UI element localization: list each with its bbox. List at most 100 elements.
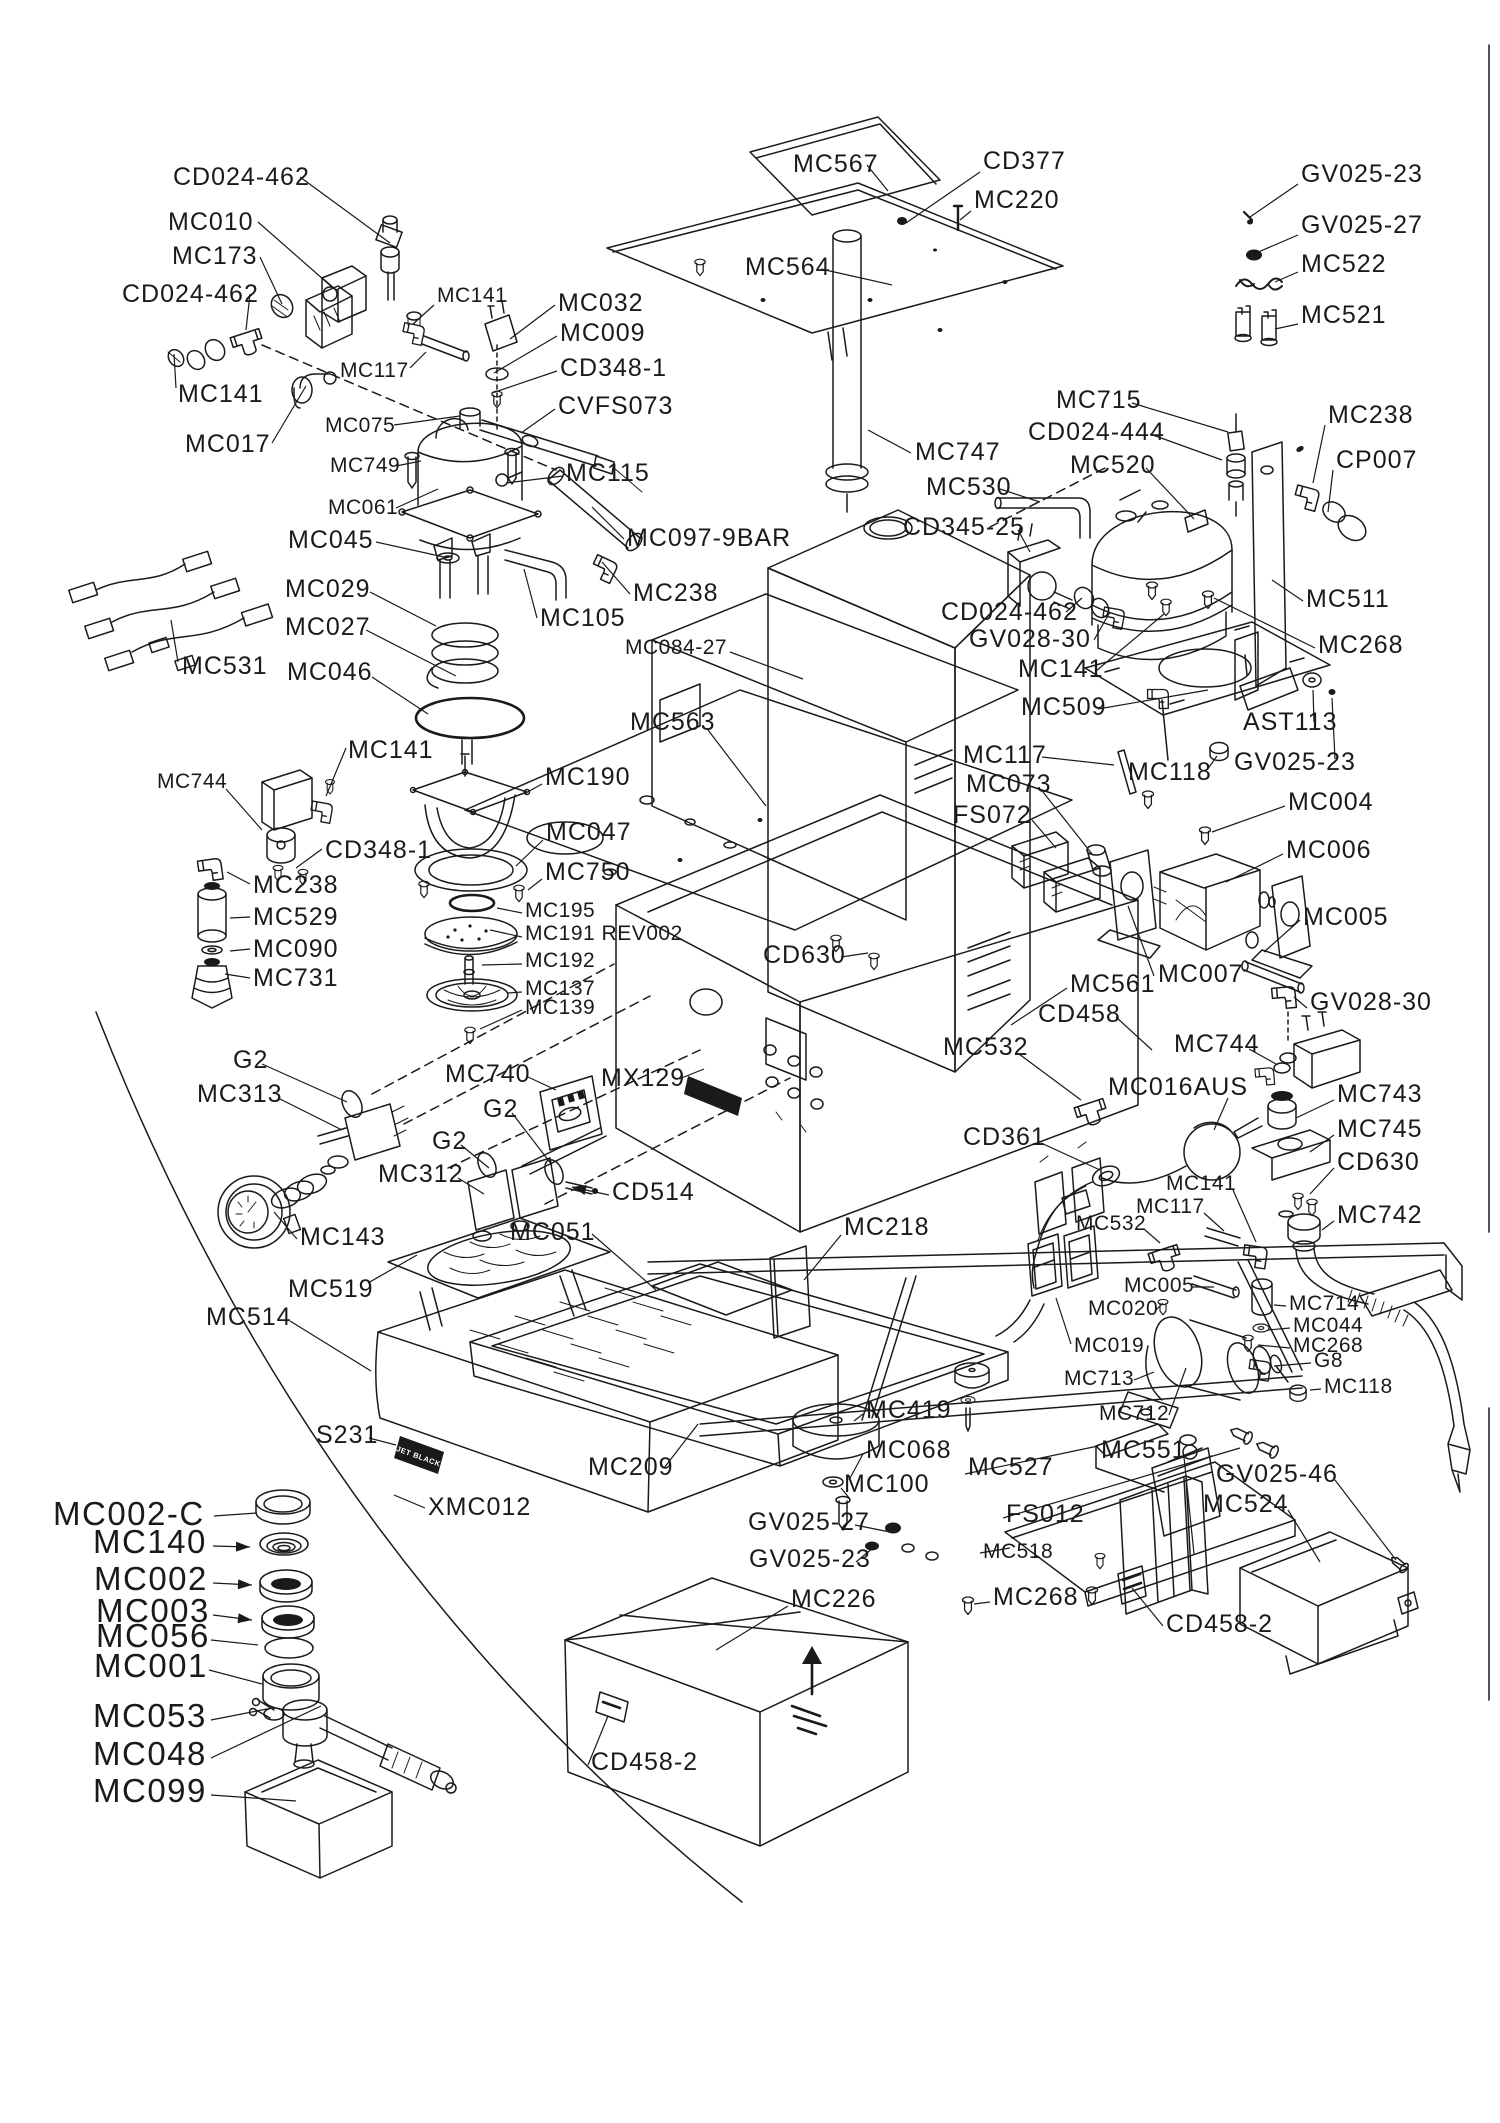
- part-label-MC053: MC053: [93, 1697, 207, 1734]
- instruction-manual: [1117, 1475, 1209, 1615]
- leader-line-MC209: [663, 1423, 699, 1469]
- leader-line-MC529: [229, 916, 251, 919]
- part-label-MC117: MC117: [340, 359, 409, 382]
- leader-line-FS072: [1031, 819, 1057, 849]
- leader-line-MC312: [457, 1177, 485, 1195]
- chassis-mid-plate: [464, 689, 1073, 931]
- leader-line-CD348-1: [491, 370, 558, 394]
- part-label-MC005: MC005: [1303, 903, 1389, 931]
- leader-line-G2: [511, 1112, 553, 1166]
- leader-line-MC045: [375, 541, 445, 558]
- part-label-G2: G2: [483, 1095, 518, 1123]
- leader-line-MC073: [1042, 791, 1093, 855]
- leader-line-CD348-1: [295, 848, 323, 869]
- part-label-MC192: MC192: [525, 949, 595, 972]
- part-label-MC099: MC099: [93, 1772, 207, 1809]
- part-label-MC115: MC115: [566, 459, 650, 487]
- leader-line-CD024-462: [1065, 597, 1083, 613]
- part-label-MC009: MC009: [560, 319, 646, 347]
- leader-line-MC191 REV002: [489, 929, 523, 938]
- leader-line-MC218: [803, 1234, 842, 1281]
- leader-line-MC010: [257, 221, 333, 288]
- part-label-MC027: MC027: [285, 613, 371, 641]
- part-label-MC564: MC564: [745, 253, 831, 281]
- part-label-MC520: MC520: [1070, 451, 1156, 479]
- leader-line-MC268: [973, 1601, 991, 1605]
- part-label-MC029: MC029: [285, 575, 371, 603]
- part-label-MC524: MC524: [1203, 1490, 1289, 1518]
- top-cover-panel: [606, 182, 1064, 361]
- part-labels: CD024-462MC010MC173CD024-462MC141MC017MC…: [53, 147, 1431, 1809]
- part-label-MC002-C: MC002-C: [53, 1495, 205, 1532]
- part-label-MC740: MC740: [445, 1060, 531, 1088]
- part-label-MX129: MX129: [601, 1064, 685, 1092]
- leader-line-MC518: [979, 1547, 1011, 1554]
- part-label-MC173: MC173: [172, 242, 258, 270]
- part-label-MC044: MC044: [1293, 1314, 1363, 1337]
- leader-line-FS012: [1002, 1447, 1241, 1519]
- part-label-MC532: MC532: [943, 1033, 1029, 1061]
- part-label-MC749: MC749: [330, 454, 400, 477]
- top-left-fittings: [167, 215, 470, 409]
- leader-line-MC017: [271, 385, 307, 444]
- leader-line-MC524: [1287, 1509, 1321, 1563]
- part-label-MC509: MC509: [1021, 693, 1107, 721]
- part-label-MC016AUS: MC016AUS: [1108, 1073, 1248, 1101]
- base-frame: [647, 1242, 1463, 1531]
- machine-body-shell: [615, 794, 1139, 1235]
- water-tank: [767, 509, 1031, 1073]
- leader-line-MC141: [1095, 613, 1165, 672]
- leader-arrowhead: [572, 1185, 587, 1195]
- leader-line-MC520: [1145, 467, 1195, 520]
- part-label-MC563: MC563: [630, 708, 716, 736]
- part-label-MC191 REV002: MC191 REV002: [525, 922, 683, 945]
- part-label-GV025-46: GV025-46: [1216, 1460, 1338, 1488]
- leader-line-MC047: [515, 839, 544, 867]
- part-label-MC715: MC715: [1056, 386, 1142, 414]
- leader-line-XMC012: [393, 1494, 426, 1509]
- vibration-pump: [1119, 1278, 1307, 1429]
- part-label-MC020: MC020: [1088, 1297, 1158, 1320]
- leader-line-MC051: [591, 1233, 657, 1291]
- drip-basin: [469, 1245, 1009, 1467]
- leader-line-MC020: [1155, 1302, 1164, 1311]
- part-label-MC140: MC140: [93, 1523, 207, 1560]
- leader-line-MC511: [1271, 579, 1304, 602]
- part-label-CP007: CP007: [1336, 446, 1417, 474]
- part-label-MC137: MC137: [525, 977, 595, 1000]
- part-label-MC097-9BAR: MC097-9BAR: [627, 524, 791, 552]
- part-label-CD361: CD361: [963, 1123, 1046, 1151]
- part-label-MC747: MC747: [915, 438, 1001, 466]
- leader-line-MC238: [1312, 424, 1326, 484]
- leader-line-MC714: [1273, 1304, 1287, 1307]
- part-label-MC090: MC090: [253, 935, 339, 963]
- part-label-AST113: AST113: [1243, 708, 1337, 736]
- leader-line-MC564: [820, 268, 893, 286]
- leader-line-GV025-27: [854, 1524, 891, 1533]
- leader-line-MC527: [964, 1445, 1099, 1475]
- part-label-GV025-23: GV025-23: [1234, 748, 1356, 776]
- leader-line-MC419: [853, 1413, 864, 1422]
- part-label-CD377: CD377: [983, 147, 1066, 175]
- leader-line-MC173: [259, 256, 283, 305]
- leader-line-MC139: [479, 1009, 523, 1030]
- part-label-MC561: MC561: [1070, 970, 1156, 998]
- leader-line-CD458-2: [1131, 1587, 1164, 1627]
- part-label-G2: G2: [233, 1046, 268, 1074]
- part-label-CD024-462: CD024-462: [122, 280, 259, 308]
- shipping-carton: [564, 1577, 909, 1847]
- leader-line-MC009: [493, 335, 558, 374]
- leader-line-MC019: [1055, 1297, 1072, 1345]
- part-label-MC712: MC712: [1099, 1402, 1169, 1425]
- part-label-GV025-27: GV025-27: [1301, 211, 1423, 239]
- left-solenoid-valve: [191, 769, 336, 1009]
- part-label-MC141: MC141: [178, 380, 264, 408]
- leader-line-MC115: [505, 475, 564, 484]
- leader-line-MC190: [523, 783, 543, 795]
- leader-line-MC029: [369, 591, 437, 627]
- rear-motor-column: [1011, 749, 1313, 994]
- part-label-MC075: MC075: [325, 414, 395, 437]
- construction-lines: [261, 344, 1106, 1205]
- small-rods: [1191, 1227, 1241, 1299]
